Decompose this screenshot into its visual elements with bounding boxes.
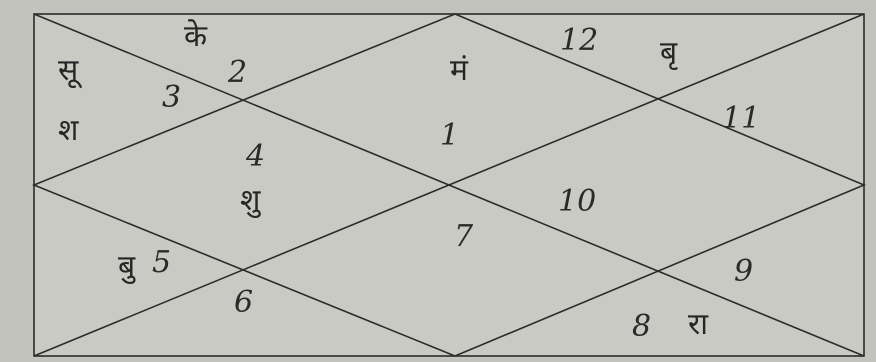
house-number-3: 3 <box>162 80 181 115</box>
house-number-7: 7 <box>454 219 474 254</box>
house-number-12: 12 <box>560 23 598 58</box>
planet-mars: मं <box>450 53 469 88</box>
diagonal-line-2 <box>33 13 865 357</box>
house-number-8: 8 <box>632 309 651 344</box>
house-number-1: 1 <box>440 118 459 153</box>
house-number-10: 10 <box>558 184 596 219</box>
house-numbers: 1 2 3 4 5 6 7 8 9 10 11 12 <box>152 23 760 344</box>
planet-rahu: रा <box>688 307 709 342</box>
planet-sun: सू <box>58 53 82 89</box>
house-number-5: 5 <box>152 245 171 280</box>
planet-jupiter: बृ <box>660 35 678 71</box>
inner-diamond <box>31 13 867 357</box>
house-number-11: 11 <box>722 101 760 136</box>
house-number-9: 9 <box>734 254 753 289</box>
planet-labels: मं के सू श शु बु रा बृ <box>58 19 709 342</box>
planet-venus: शु <box>240 183 261 219</box>
house-number-2: 2 <box>227 55 247 90</box>
house-number-4: 4 <box>245 139 265 174</box>
chart-lines <box>31 13 867 357</box>
planet-ketu: के <box>184 19 208 54</box>
planet-mercury: बु <box>118 249 136 285</box>
planet-saturn: श <box>58 113 79 148</box>
house-number-6: 6 <box>234 285 253 320</box>
